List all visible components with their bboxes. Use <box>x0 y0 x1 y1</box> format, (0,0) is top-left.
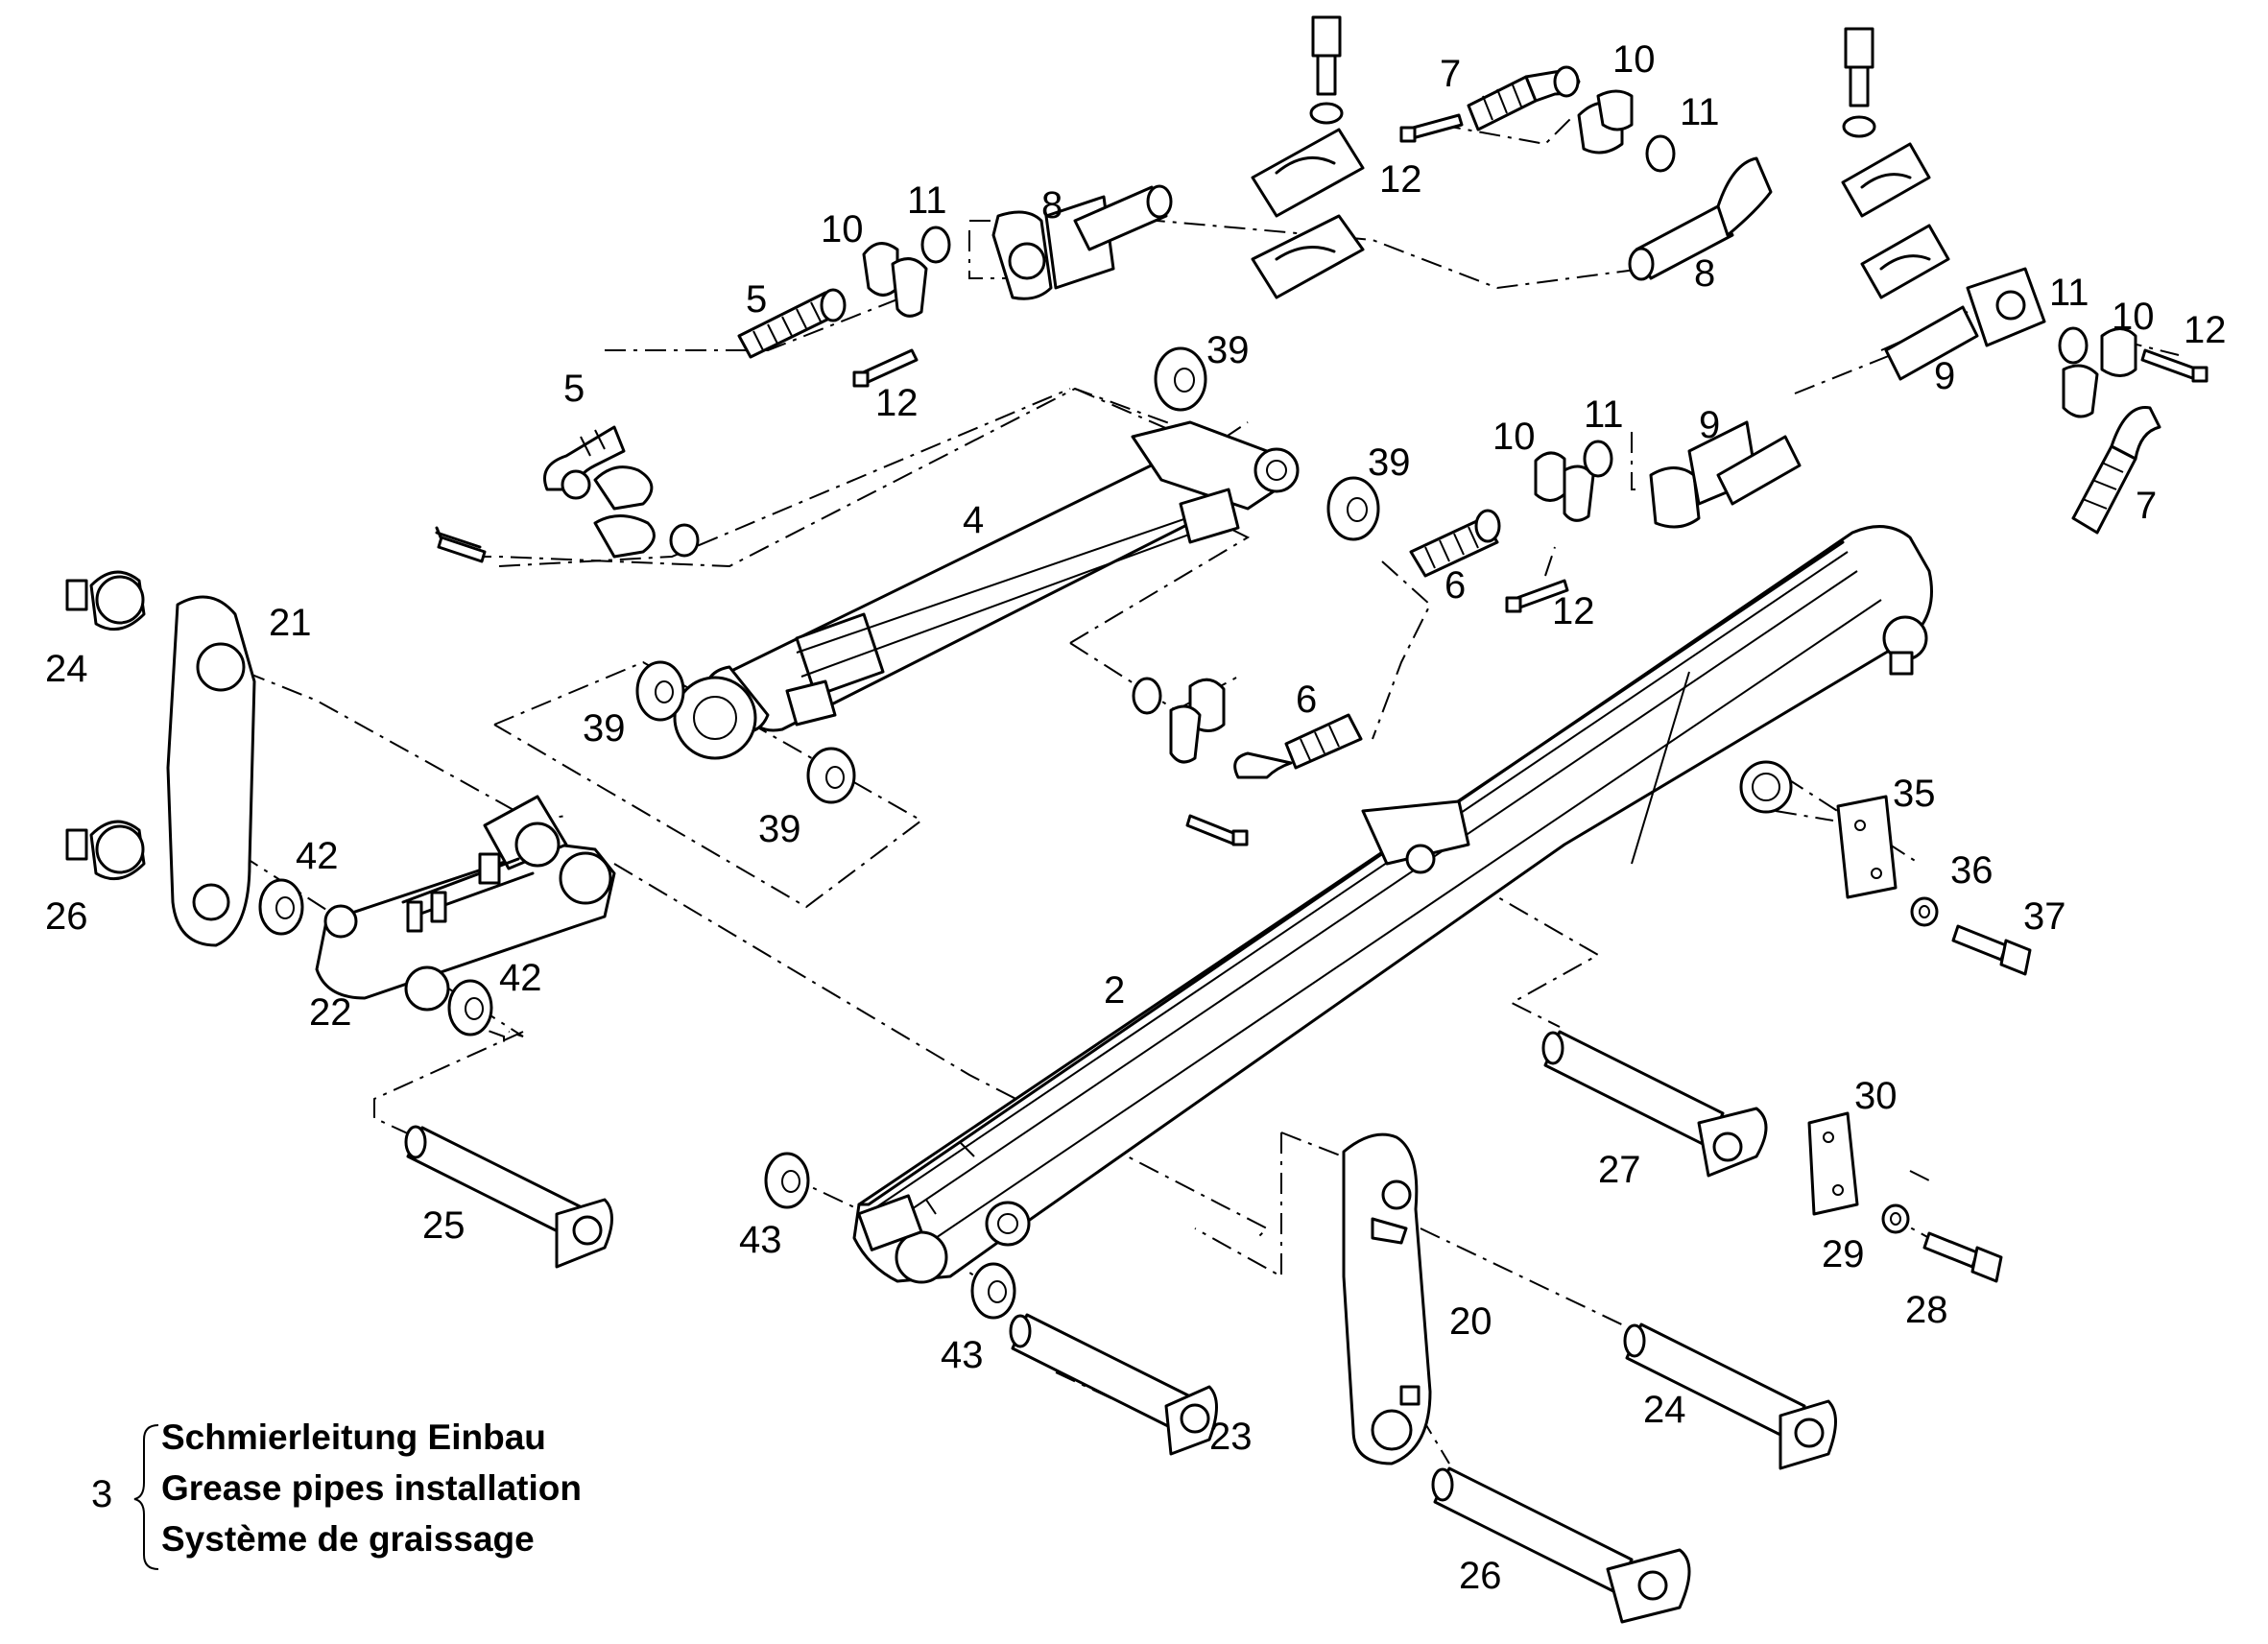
hose-5 <box>435 288 847 559</box>
callout-39: 39 <box>1206 329 1250 371</box>
callout-39: 39 <box>583 707 626 750</box>
washers-39 <box>635 346 1380 804</box>
callout-25: 25 <box>422 1204 466 1247</box>
callout-10: 10 <box>1492 416 1536 458</box>
bearings-24-26 <box>65 570 146 881</box>
callout-12: 12 <box>1552 590 1595 632</box>
link-21 <box>166 595 256 947</box>
callout-36: 36 <box>1950 849 1993 892</box>
callout-6: 6 <box>1444 564 1466 607</box>
callout-8: 8 <box>1694 252 1715 295</box>
bolt-28 <box>1922 1231 2003 1283</box>
callout-42: 42 <box>296 835 339 877</box>
washer-36 <box>1910 896 1939 927</box>
callout-26: 26 <box>1459 1555 1502 1597</box>
pin-25 <box>404 1125 613 1269</box>
plate-30 <box>1807 1111 1859 1216</box>
callout-10: 10 <box>2112 296 2155 338</box>
callout-12: 12 <box>1379 158 1422 201</box>
plate-35 <box>1836 795 1898 899</box>
callout-labels: 2 4 5 5 6 6 7 7 8 8 9 9 10 10 10 10 11 1… <box>45 38 2227 1597</box>
callout-9: 9 <box>1934 355 1955 397</box>
washers-43 <box>764 1152 1016 1320</box>
callout-12: 12 <box>2184 309 2227 351</box>
callout-23: 23 <box>1209 1416 1253 1458</box>
callout-4: 4 <box>963 499 984 541</box>
callout-11: 11 <box>907 179 947 222</box>
callout-35: 35 <box>1893 773 1936 815</box>
callout-42: 42 <box>499 957 542 999</box>
pin-27 <box>1541 1030 1768 1178</box>
boom-arm-part-2 <box>852 525 1933 1284</box>
hydraulic-cylinder-part-4 <box>673 420 1300 760</box>
hose-9 <box>1716 267 2046 506</box>
yoke-22 <box>315 795 616 1012</box>
hose-6 <box>1233 509 1501 779</box>
bolt-37 <box>1951 924 2032 976</box>
callout-6: 6 <box>1296 679 1317 721</box>
bolts-12 <box>437 113 2208 846</box>
callout-20: 20 <box>1449 1300 1492 1343</box>
callout-29: 29 <box>1822 1233 1865 1275</box>
callout-11: 11 <box>1584 393 1624 436</box>
legend-line-de: Schmierleitung Einbau <box>161 1418 546 1457</box>
washer-29 <box>1881 1203 1910 1234</box>
legend-line-fr: Système de graissage <box>161 1519 535 1559</box>
washers-42 <box>258 878 493 1036</box>
callout-43: 43 <box>941 1334 984 1376</box>
hose-8 <box>1073 156 1773 281</box>
callout-37: 37 <box>2023 895 2066 938</box>
pin-23 <box>1009 1313 1218 1456</box>
pipe-brackets <box>1251 15 1950 299</box>
leader-lines <box>239 114 2180 1465</box>
legend-line-en: Grease pipes installation <box>161 1468 582 1508</box>
callout-39: 39 <box>1368 441 1411 484</box>
callout-22: 22 <box>309 991 352 1034</box>
callout-28: 28 <box>1905 1289 1948 1331</box>
callout-7: 7 <box>1440 53 1461 95</box>
callout-26: 26 <box>45 895 88 938</box>
callout-9: 9 <box>1699 404 1720 446</box>
flange-clamps-10-rings-11 <box>862 89 2137 764</box>
callout-21: 21 <box>269 602 312 644</box>
callout-27: 27 <box>1598 1149 1641 1191</box>
callout-11: 11 <box>2049 272 2089 314</box>
callout-24: 24 <box>1643 1389 1686 1431</box>
callout-43: 43 <box>739 1219 782 1261</box>
callout-10: 10 <box>821 208 864 250</box>
legend-brace <box>133 1424 159 1570</box>
pin-24-lower <box>1623 1322 1837 1470</box>
callout-8: 8 <box>1041 184 1062 226</box>
callout-11: 11 <box>1680 91 1720 133</box>
callout-24: 24 <box>45 648 88 690</box>
callout-2: 2 <box>1104 969 1125 1012</box>
callout-12: 12 <box>875 382 919 424</box>
callout-5: 5 <box>746 278 767 321</box>
callout-30: 30 <box>1854 1075 1898 1117</box>
pin-26-lower <box>1431 1466 1691 1624</box>
legend: 3 Schmierleitung Einbau Grease pipes ins… <box>91 1418 582 1570</box>
callout-7: 7 <box>2136 485 2157 527</box>
hose-7 <box>1467 65 2161 535</box>
callout-5: 5 <box>563 368 585 410</box>
link-20 <box>1342 1132 1432 1465</box>
legend-number: 3 <box>91 1473 112 1515</box>
callout-39: 39 <box>758 808 801 850</box>
callout-10: 10 <box>1612 38 1656 81</box>
